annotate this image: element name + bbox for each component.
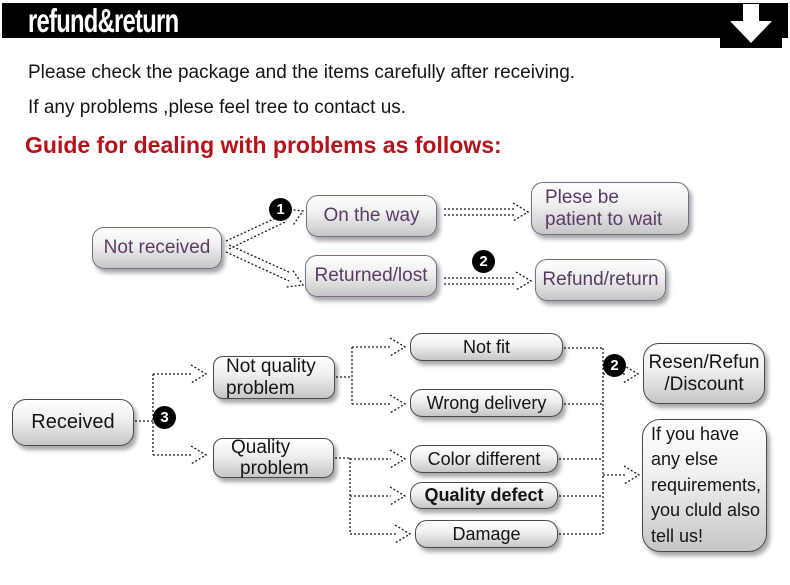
node-label-line1: Resen/Refun: [648, 352, 760, 374]
node-label: Quality defect: [424, 485, 544, 506]
node-quality-defect: Quality defect: [410, 482, 558, 509]
node-label: On the way: [323, 205, 420, 227]
intro-line-1: Please check the package and the items c…: [28, 62, 576, 83]
node-quality-problem: Quality problem: [213, 436, 334, 479]
node-resen-refun-discount: Resen/Refun /Discount: [643, 343, 765, 404]
header-banner: refund&return: [2, 1, 788, 39]
node-label-line2: patient to wait: [545, 208, 663, 230]
down-arrow-icon: [720, 3, 782, 48]
node-label: Refund/return: [542, 269, 659, 291]
node-label-line1: Not quality: [226, 356, 316, 378]
node-damage: Damage: [415, 520, 558, 548]
node-on-the-way: On the way: [306, 195, 437, 237]
node-plese-be-patient: Plese be patient to wait: [531, 182, 689, 235]
node-refund-return: Refund/return: [535, 259, 666, 301]
node-label-line4: you cluld also: [651, 500, 761, 521]
guide-heading: Guide for dealing with problems as follo…: [25, 132, 502, 158]
node-label-line2: any else: [651, 449, 719, 470]
intro-line-2: If any problems ,plese feel tree to cont…: [28, 97, 407, 118]
node-label-line5: tell us!: [651, 525, 704, 546]
node-label-line1: Quality: [231, 436, 291, 458]
node-label: Color different: [427, 448, 541, 469]
node-label: Not fit: [462, 336, 510, 357]
node-label: Damage: [452, 523, 521, 544]
node-not-fit: Not fit: [410, 333, 563, 361]
node-label-line3: requirements,: [651, 474, 762, 495]
node-label: Returned/lost: [314, 265, 428, 287]
node-label-line2: problem: [226, 377, 295, 399]
page-title: refund&return: [28, 1, 179, 39]
node-label-line2: problem: [240, 458, 309, 479]
step-badge-2: 2: [472, 250, 495, 273]
node-label-line1: If you have: [651, 423, 740, 444]
node-wrong-delivery: Wrong delivery: [410, 389, 563, 417]
node-if-you-have: If you have any else requirements, you c…: [642, 419, 767, 552]
node-color-different: Color different: [410, 445, 558, 473]
node-not-quality-problem: Not quality problem: [213, 356, 335, 399]
node-label: Received: [31, 411, 115, 434]
node-label: Not received: [103, 237, 211, 259]
node-label: Wrong delivery: [426, 392, 547, 413]
node-received: Received: [12, 399, 134, 446]
node-label-line1: Plese be: [545, 187, 619, 209]
step-badge-2b: 2: [603, 354, 626, 377]
node-label-line2: /Discount: [664, 373, 744, 395]
step-badge-1: 1: [269, 198, 292, 221]
node-returned-lost: Returned/lost: [305, 255, 437, 297]
node-not-received: Not received: [92, 227, 222, 269]
step-badge-3: 3: [153, 406, 176, 429]
